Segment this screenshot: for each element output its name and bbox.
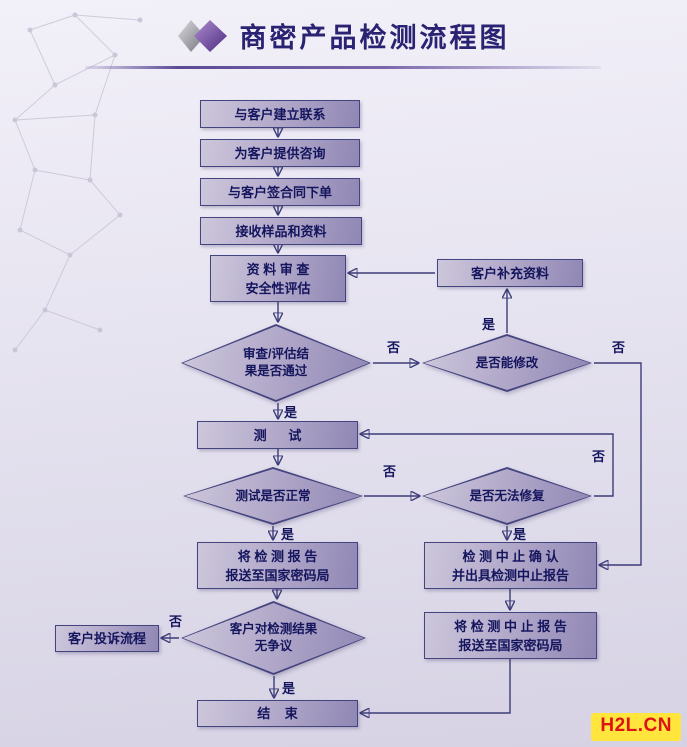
node-material-review-line2: 安全性评估 [245,280,311,296]
decision-no-dispute-line2: 无争议 [254,639,293,653]
edge-label-no-testnormal: 否 [383,464,397,479]
node-customer-complaint: 客户投诉流程 [55,625,159,652]
node-terminate-confirm-line2: 并出具检测中止报告 [451,567,569,583]
decision-no-dispute-line1: 客户对检测结果 [229,622,318,636]
decision-no-dispute: 客户对检测结果 无争议 [181,601,366,675]
decision-cannot-fix-fill: 是否无法修复 [424,469,590,523]
edge-label-yes-review: 是 [284,405,298,420]
node-terminate-confirm-line1: 检 测 中 止 确 认 [462,548,559,564]
node-submit-report-line1: 将 检 测 报 告 [237,548,318,564]
connector-terminatereport-end [361,659,511,713]
edge-label-yes-modify: 是 [482,317,496,332]
decision-review-pass-line1: 审查/评估结 [243,347,309,361]
node-establish-contact: 与客户建立联系 [200,100,360,128]
decision-can-modify-fill: 是否能修改 [424,336,590,390]
decision-test-normal: 测试是否正常 [183,467,363,525]
decision-cannot-fix: 是否无法修复 [422,467,592,525]
decision-can-modify-label: 是否能修改 [475,355,539,370]
page-title: 商密产品检测流程图 [239,23,510,53]
decision-can-modify: 是否能修改 [422,334,592,392]
edge-label-no-dispute: 否 [169,614,183,629]
edge-label-no-review: 否 [387,340,401,355]
edge-label-yes-testnormal: 是 [281,527,295,542]
node-submit-terminate-report-line1: 将 检 测 中 止 报 告 [454,618,567,634]
edge-label-yes-dispute: 是 [282,681,296,696]
decision-review-pass-fill: 审查/评估结 果是否通过 [183,326,369,400]
background-network-pattern [12,12,143,353]
edge-label-yes-cannotfix: 是 [513,527,527,542]
node-receive-samples: 接收样品和资料 [200,217,362,245]
edge-label-no-cannotfix: 否 [592,449,606,464]
node-submit-terminate-report-line2: 报送至国家密码局 [458,637,563,653]
node-end: 结 束 [197,700,358,727]
title-diamonds-icon [177,19,227,52]
decision-test-normal-fill: 测试是否正常 [185,469,361,523]
node-terminate-confirm: 检 测 中 止 确 认 并出具检测中止报告 [424,542,597,589]
node-provide-consulting: 为客户提供咨询 [200,139,360,167]
decision-review-pass: 审查/评估结 果是否通过 [181,324,371,402]
decision-cannot-fix-label: 是否无法修复 [469,488,545,503]
node-sign-contract: 与客户签合同下单 [200,178,360,206]
decision-no-dispute-fill: 客户对检测结果 无争议 [183,603,364,673]
watermark-logo: H2L.CN [591,713,681,741]
node-material-review-line1: 资 料 审 查 [246,261,310,277]
decision-test-normal-label: 测试是否正常 [235,488,311,503]
node-submit-report-line2: 报送至国家密码局 [225,567,330,583]
node-customer-supplement: 客户补充资料 [437,259,583,287]
node-submit-terminate-report: 将 检 测 中 止 报 告 报送至国家密码局 [424,612,597,659]
edge-label-no-modify: 否 [612,340,626,355]
node-test: 测 试 [197,421,358,449]
node-material-review: 资 料 审 查 安全性评估 [210,255,346,302]
node-submit-report: 将 检 测 报 告 报送至国家密码局 [197,542,358,589]
decision-review-pass-line2: 果是否通过 [244,364,308,378]
title-underline [85,66,601,69]
header: 商密产品检测流程图 [0,16,687,55]
